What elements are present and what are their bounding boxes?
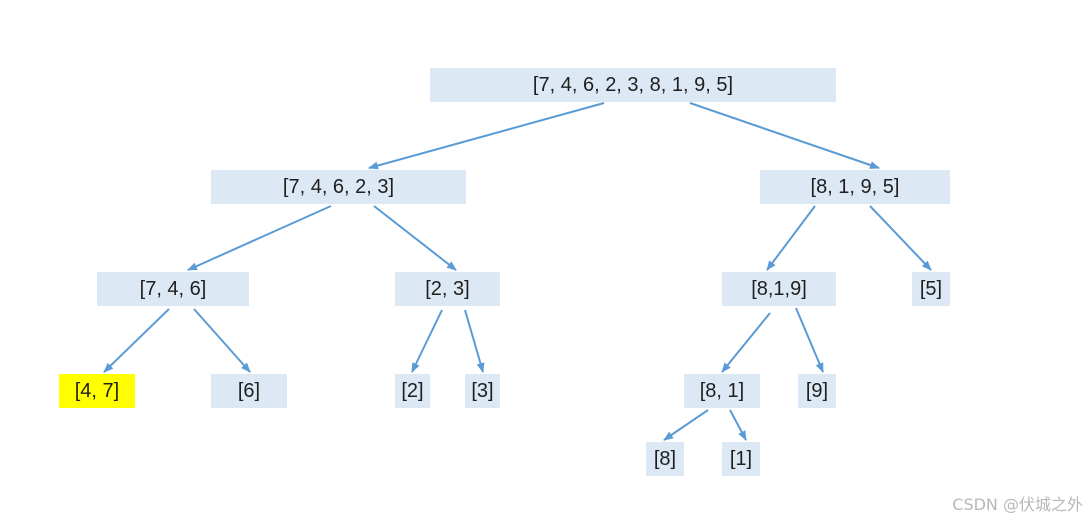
edge-arrow-rll-to-rllr (729, 409, 747, 441)
edge-arrow-left-to-lr (373, 205, 457, 271)
watermark: CSDN @伏城之外 (952, 495, 1083, 514)
edge-arrow-right-to-rl (766, 205, 816, 271)
tree-node-lll: [4, 7] (59, 374, 135, 408)
tree-node-right: [8, 1, 9, 5] (760, 170, 950, 204)
tree-node-rlll: [8] (646, 442, 684, 476)
tree-node-ll: [7, 4, 6] (97, 272, 249, 306)
tree-node-rlr: [9] (798, 374, 836, 408)
tree-node-lr: [2, 3] (395, 272, 500, 306)
tree-node-lrr: [3] (465, 374, 500, 408)
tree-node-rll: [8, 1] (684, 374, 760, 408)
edge-arrow-lr-to-lrl (411, 309, 443, 373)
edge-arrow-rl-to-rlr (795, 307, 824, 373)
edge-arrow-rl-to-rll (721, 312, 771, 373)
tree-node-left: [7, 4, 6, 2, 3] (211, 170, 466, 204)
edge-arrow-right-to-rr (869, 205, 932, 271)
edge-arrow-lr-to-lrr (464, 309, 485, 373)
tree-node-rl: [8,1,9] (722, 272, 836, 306)
edge-arrow-left-to-ll (187, 205, 332, 271)
tree-node-root: [7, 4, 6, 2, 3, 8, 1, 9, 5] (430, 68, 836, 102)
edge-arrow-rll-to-rlll (663, 409, 709, 441)
edge-arrow-root-to-left (368, 102, 605, 170)
edge-arrow-root-to-right (689, 102, 880, 169)
tree-node-llr: [6] (211, 374, 287, 408)
edge-arrow-ll-to-lll (103, 308, 170, 373)
tree-edges (103, 102, 932, 441)
edge-arrow-ll-to-llr (193, 308, 251, 373)
tree-node-rllr: [1] (722, 442, 760, 476)
tree-node-lrl: [2] (395, 374, 430, 408)
tree-node-rr: [5] (912, 272, 950, 306)
